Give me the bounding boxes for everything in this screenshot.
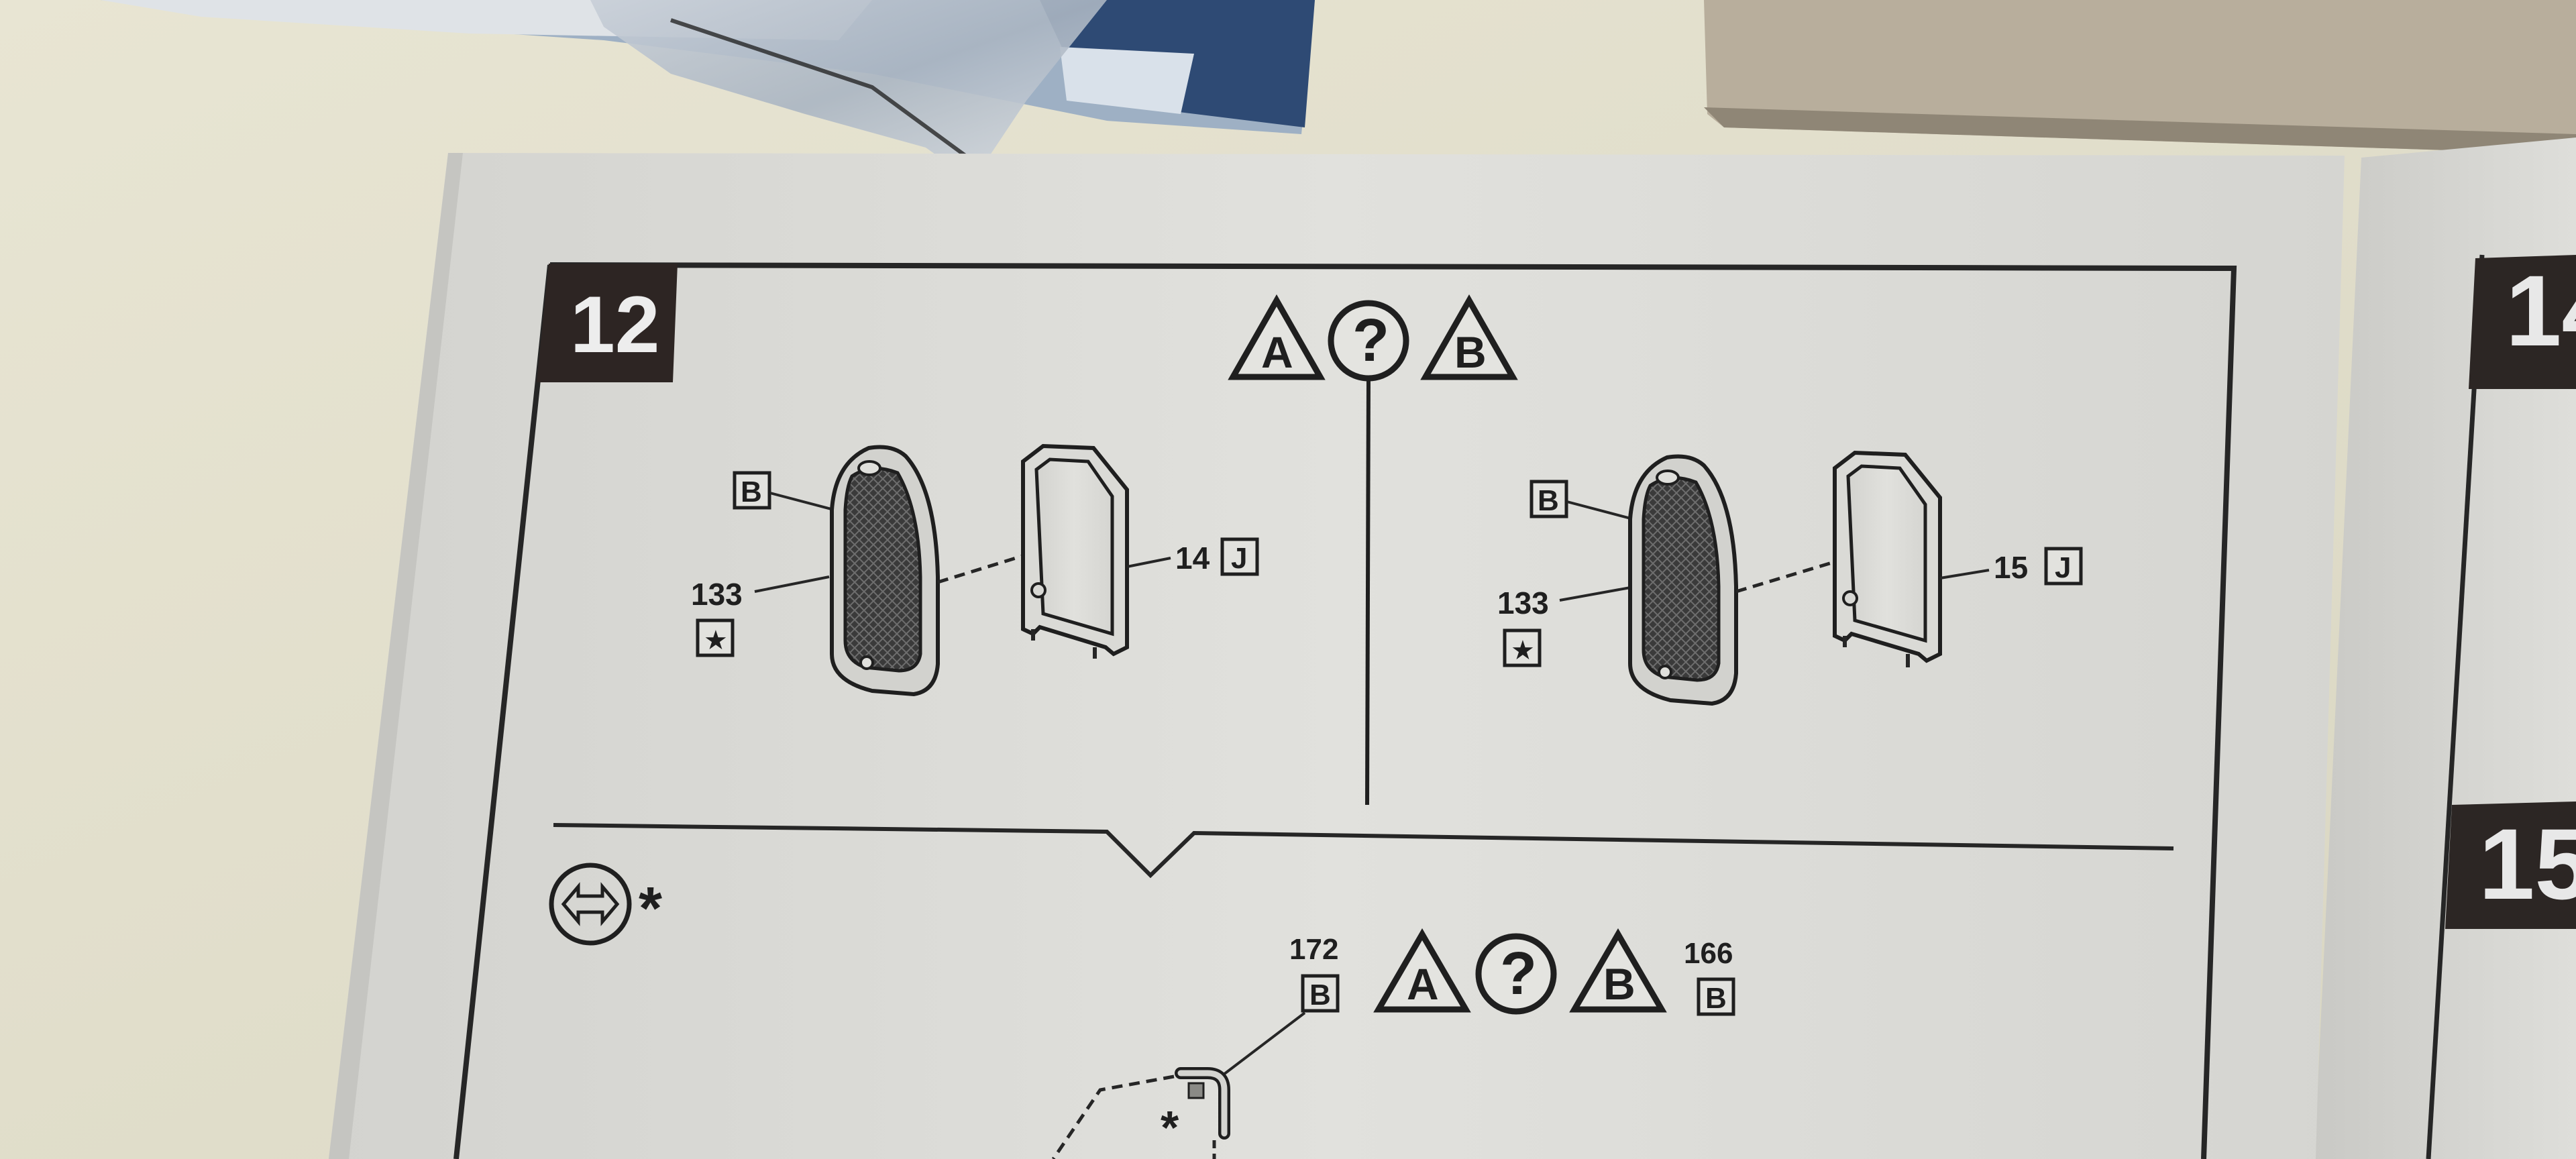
part-172-tag-label: B: [1309, 979, 1331, 1011]
part-166-tag-label: B: [1705, 982, 1727, 1015]
part-133-label-b: 133: [1497, 586, 1549, 620]
part-133-tag-label-b: ★: [1511, 636, 1535, 665]
swap-marker: *: [639, 875, 662, 942]
pipe-marker: *: [1161, 1101, 1179, 1154]
part-15-label: 15: [1994, 550, 2028, 585]
part-133-tag-b: [1503, 628, 1542, 667]
part-133-tag-label: ★: [704, 626, 728, 655]
option-b-label: B: [1454, 327, 1487, 377]
question-label: ?: [1352, 307, 1389, 374]
step-number-box: [537, 264, 678, 382]
part-14-tag-label: J: [1231, 542, 1247, 575]
step-12-frame: 12: [453, 262, 2237, 1159]
section-divider: [553, 823, 2174, 879]
paint-code-label: B: [741, 476, 762, 508]
part-166-label: 166: [1684, 937, 1733, 970]
step-14-number: 14: [2506, 254, 2576, 367]
paint-code-label-b: B: [1538, 484, 1559, 517]
variant-b-assembly: B 133 ★ 15 J: [1497, 450, 2083, 706]
part-133-tag: [696, 618, 735, 657]
lower-section: * 172 B A ? B 166 B *: [549, 863, 1735, 1159]
next-page: 14 15: [2314, 137, 2576, 1159]
question-circle-lower: [1475, 933, 1557, 1015]
part-14-tag: [1220, 537, 1259, 576]
part-133-label: 133: [691, 577, 743, 612]
paint-code-box-b: [1529, 480, 1568, 518]
paint-code-box: [733, 471, 771, 510]
option-b-label-lower: B: [1603, 959, 1635, 1009]
variant-selector-top: A ? B: [1228, 294, 1518, 806]
question-label-lower: ?: [1500, 940, 1537, 1007]
part-15-tag: [2044, 547, 2083, 586]
option-b-triangle-lower: [1569, 928, 1667, 1013]
option-a-triangle-lower: [1373, 928, 1471, 1013]
variant-a-assembly: B 133 ★ 14 J: [691, 443, 1259, 697]
option-a-triangle: [1228, 294, 1326, 380]
option-b-triangle: [1420, 294, 1518, 380]
part-172-label: 172: [1289, 933, 1338, 966]
part-166-tag: [1697, 977, 1735, 1016]
step-15-number: 15: [2479, 808, 2576, 920]
option-a-label: A: [1261, 327, 1293, 377]
part-172-tag: [1301, 974, 1340, 1013]
plastic-bag: [590, 0, 1107, 181]
part-14-label: 14: [1175, 541, 1210, 575]
option-a-label-lower: A: [1407, 959, 1439, 1009]
step-number: 12: [570, 280, 659, 370]
part-15-tag-label: J: [2055, 551, 2071, 584]
instruction-sheet: [329, 153, 2345, 1159]
swap-icon: [549, 863, 632, 946]
